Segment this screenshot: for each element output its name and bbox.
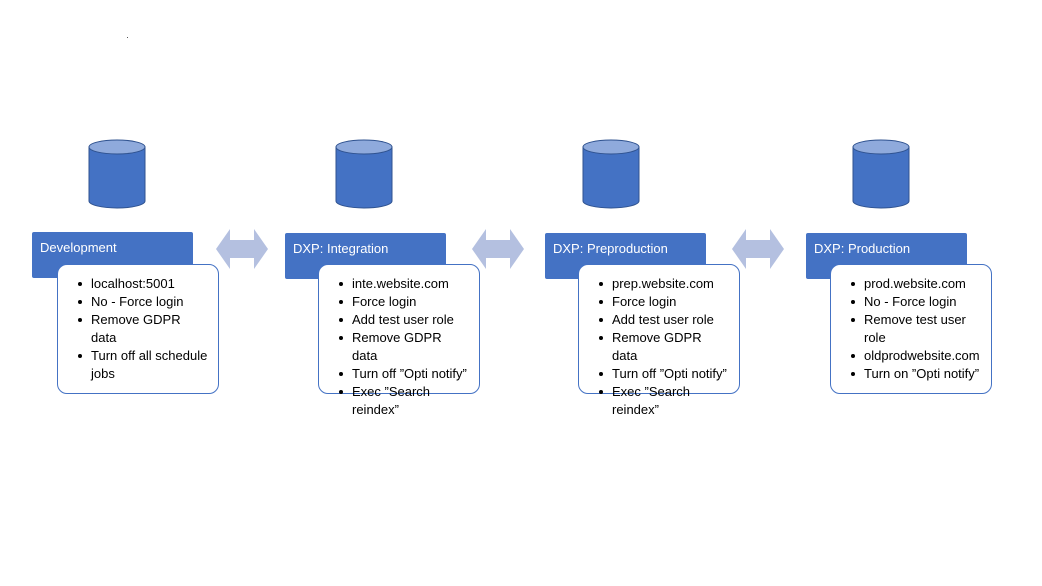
list-item: Exec ”Search reindex” bbox=[339, 383, 469, 419]
stage-task-list: prod.website.com No - Force login Remove… bbox=[841, 275, 981, 383]
stage-card-production: prod.website.com No - Force login Remove… bbox=[830, 264, 992, 394]
stage-card-preproduction: prep.website.com Force login Add test us… bbox=[578, 264, 740, 417]
double-arrow-icon bbox=[732, 229, 784, 269]
stage-title: DXP: Preproduction bbox=[553, 241, 668, 256]
stage-card-development: localhost:5001 No - Force login Remove G… bbox=[57, 264, 219, 394]
stray-dot bbox=[127, 37, 128, 38]
list-item: oldprodwebsite.com bbox=[851, 347, 981, 365]
list-item: Remove GDPR data bbox=[339, 329, 469, 365]
list-item: Exec ”Search reindex” bbox=[599, 383, 729, 419]
stage-title: Development bbox=[40, 240, 117, 255]
database-icon-development bbox=[88, 139, 146, 209]
stage-task-list: inte.website.com Force login Add test us… bbox=[329, 275, 469, 419]
list-item: No - Force login bbox=[78, 293, 208, 311]
stage-task-list: localhost:5001 No - Force login Remove G… bbox=[68, 275, 208, 383]
list-item: Turn on ”Opti notify” bbox=[851, 365, 981, 383]
list-item: Turn off ”Opti notify” bbox=[339, 365, 469, 383]
list-item: Turn off all schedule jobs bbox=[78, 347, 208, 383]
stage-title: DXP: Integration bbox=[293, 241, 389, 256]
stage-card-integration: inte.website.com Force login Add test us… bbox=[318, 264, 480, 417]
list-item: Remove test user role bbox=[851, 311, 981, 347]
database-icon-production bbox=[852, 139, 910, 209]
list-item: No - Force login bbox=[851, 293, 981, 311]
list-item: inte.website.com bbox=[339, 275, 469, 293]
list-item: Remove GDPR data bbox=[599, 329, 729, 365]
list-item: Turn off ”Opti notify” bbox=[599, 365, 729, 383]
list-item: localhost:5001 bbox=[78, 275, 208, 293]
database-icon-preproduction bbox=[582, 139, 640, 209]
list-item: Remove GDPR data bbox=[78, 311, 208, 347]
list-item: prep.website.com bbox=[599, 275, 729, 293]
database-icon-integration bbox=[335, 139, 393, 209]
list-item: Force login bbox=[339, 293, 469, 311]
stage-task-list: prep.website.com Force login Add test us… bbox=[589, 275, 729, 419]
list-item: Add test user role bbox=[339, 311, 469, 329]
stage-title: DXP: Production bbox=[814, 241, 911, 256]
double-arrow-icon bbox=[216, 229, 268, 269]
double-arrow-icon bbox=[472, 229, 524, 269]
list-item: prod.website.com bbox=[851, 275, 981, 293]
list-item: Add test user role bbox=[599, 311, 729, 329]
list-item: Force login bbox=[599, 293, 729, 311]
